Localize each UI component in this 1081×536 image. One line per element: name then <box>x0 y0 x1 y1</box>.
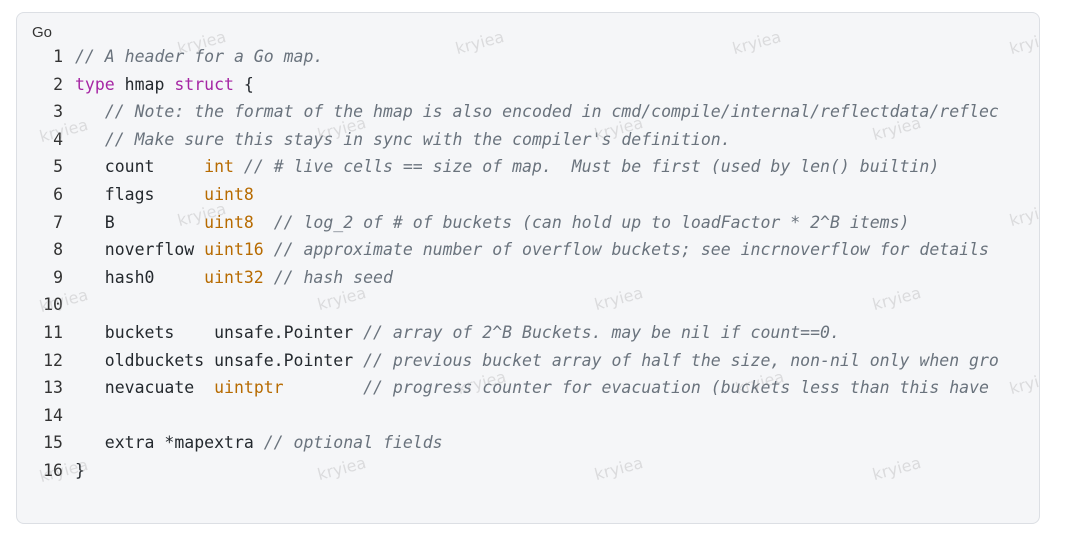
code-token-plain: hmap <box>114 74 175 94</box>
watermark: kryiea <box>1007 366 1040 399</box>
code-token-comment: // optional fields <box>263 433 443 453</box>
line-text: buckets unsafe.Pointer // array of 2^B B… <box>75 319 840 347</box>
code-token-comment: // Make sure this stays in sync with the… <box>104 129 731 149</box>
code-token-comment: // log_2 of # of buckets (can hold up to… <box>273 212 910 232</box>
code-token-plain: flags <box>75 184 205 204</box>
code-token-type: uintptr <box>214 378 284 398</box>
code-token-comment: // previous bucket array of half the siz… <box>363 350 999 370</box>
line-number: 16 <box>43 460 63 480</box>
code-line: 7 B uint8 // log_2 of # of buckets (can … <box>17 209 999 237</box>
code-token-plain: buckets unsafe.Pointer <box>75 322 364 342</box>
line-text: hash0 uint32 // hash seed <box>75 264 393 292</box>
code-line: 12 oldbuckets unsafe.Pointer // previous… <box>17 347 999 375</box>
code-line: 9 hash0 uint32 // hash seed <box>17 264 999 292</box>
line-number: 12 <box>43 350 63 370</box>
code-token-type: uint8 <box>204 212 254 232</box>
code-token-plain <box>254 213 274 232</box>
line-text: nevacuate uintptr // progress counter fo… <box>75 374 989 402</box>
code-token-plain <box>75 130 105 149</box>
code-token-comment: // # live cells == size of map. Must be … <box>243 157 940 177</box>
line-number: 4 <box>53 129 63 149</box>
code-line: 4 // Make sure this stays in sync with t… <box>17 126 999 154</box>
code-token-plain: { <box>233 74 254 94</box>
code-token-comment: // progress counter for evacuation (buck… <box>363 378 989 398</box>
code-token-plain: count <box>75 157 205 177</box>
line-text: // Note: the format of the hmap is also … <box>75 98 999 126</box>
line-text: B uint8 // log_2 of # of buckets (can ho… <box>75 209 910 237</box>
line-number: 7 <box>53 212 63 232</box>
line-number: 10 <box>43 295 63 315</box>
line-number: 1 <box>53 47 63 66</box>
code-line: 3 // Note: the format of the hmap is als… <box>17 98 999 126</box>
line-number: 15 <box>43 433 63 453</box>
code-token-type: uint32 <box>204 267 264 287</box>
code-line: 13 nevacuate uintptr // progress counter… <box>17 374 999 402</box>
code-token-plain: extra *mapextra <box>75 433 264 453</box>
code-line: 11 buckets unsafe.Pointer // array of 2^… <box>17 319 999 347</box>
code-token-comment: // A header for a Go map. <box>75 47 324 66</box>
line-number: 3 <box>53 102 63 122</box>
code-token-plain: hash0 <box>75 267 205 287</box>
line-text: flags uint8 <box>75 181 254 209</box>
watermark: kryiea <box>1007 26 1040 59</box>
line-text: extra *mapextra // optional fields <box>75 429 443 457</box>
code-block: Go 1 // A header for a Go map. 2 type hmap … <box>16 12 1040 524</box>
line-number: 11 <box>43 322 63 342</box>
line-number: 2 <box>53 74 63 94</box>
code-line: 1 // A header for a Go map. <box>17 43 999 71</box>
line-text: // A header for a Go map. <box>75 43 323 71</box>
line-text: oldbuckets unsafe.Pointer // previous bu… <box>75 347 999 375</box>
line-number: 14 <box>43 405 63 425</box>
code-token-plain: } <box>75 460 85 480</box>
line-text: // Make sure this stays in sync with the… <box>75 126 731 154</box>
code-token-keyword: type <box>75 74 115 94</box>
code-token-plain: B <box>75 212 205 232</box>
watermark: kryiea <box>1007 198 1040 231</box>
code-token-plain <box>264 240 274 259</box>
code-line: 16} <box>17 457 999 485</box>
line-text: } <box>75 457 85 485</box>
code-token-plain <box>284 378 363 397</box>
code-token-comment: // hash seed <box>273 267 393 287</box>
code-token-plain: nevacuate <box>75 378 215 398</box>
code-token-plain: noverflow <box>75 240 205 260</box>
code-line: 14 <box>17 402 999 430</box>
code-line: 2 type hmap struct { <box>17 71 999 99</box>
code-lines[interactable]: 1 // A header for a Go map. 2 type hmap str… <box>17 43 999 485</box>
code-token-plain <box>75 102 105 121</box>
code-token-comment: // Note: the format of the hmap is also … <box>104 102 999 122</box>
code-token-type: int <box>204 157 234 177</box>
line-text: noverflow uint16 // approximate number o… <box>75 236 989 264</box>
line-text: type hmap struct { <box>75 71 254 99</box>
code-token-plain <box>264 268 274 287</box>
code-token-plain: oldbuckets unsafe.Pointer <box>75 350 364 370</box>
line-number: 8 <box>53 240 63 260</box>
language-label: Go <box>32 24 53 41</box>
code-token-type: uint8 <box>204 184 254 204</box>
code-line: 5 count int // # live cells == size of m… <box>17 153 999 181</box>
code-token-keyword: struct <box>174 74 234 94</box>
code-line: 10 <box>17 291 999 319</box>
line-number: 5 <box>53 157 63 177</box>
line-number: 9 <box>53 267 63 287</box>
code-line: 15 extra *mapextra // optional fields <box>17 429 999 457</box>
code-token-comment: // array of 2^B Buckets. may be nil if c… <box>363 322 840 342</box>
code-token-plain <box>234 157 244 176</box>
line-number: 6 <box>53 184 63 204</box>
line-number: 13 <box>43 378 63 398</box>
code-token-type: uint16 <box>204 240 264 260</box>
code-line: 6 flags uint8 <box>17 181 999 209</box>
code-line: 8 noverflow uint16 // approximate number… <box>17 236 999 264</box>
line-text: count int // # live cells == size of map… <box>75 153 939 181</box>
code-token-comment: // approximate number of overflow bucket… <box>273 240 989 260</box>
